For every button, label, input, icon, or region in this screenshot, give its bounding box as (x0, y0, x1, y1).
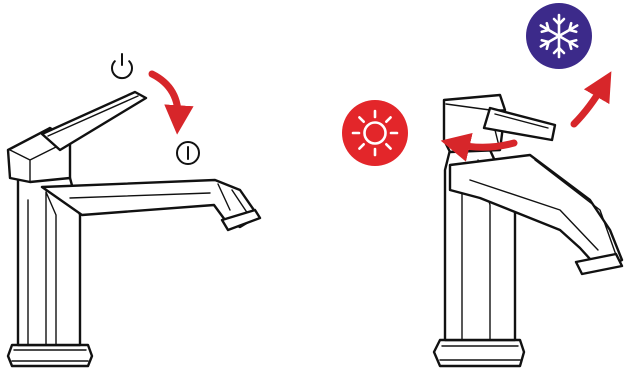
power-off-icon (111, 53, 133, 80)
faucet-left (6, 90, 262, 368)
faucet-right-base (432, 338, 526, 368)
sun-icon (351, 109, 399, 157)
faucet-left-aerator (220, 208, 262, 232)
power-on-icon (176, 141, 200, 165)
faucet-left-base (6, 343, 94, 368)
faucet-right (432, 93, 624, 368)
hot-badge (342, 100, 408, 166)
turn-hot-arrow (440, 133, 518, 162)
cold-badge (526, 3, 592, 69)
lower-lever-arrow (148, 70, 194, 135)
faucet-left-lever[interactable] (40, 90, 148, 152)
turn-cold-arrow (570, 71, 612, 128)
faucet-right-aerator (574, 252, 624, 276)
faucet-left-spout (40, 178, 260, 229)
snowflake-icon (539, 13, 579, 59)
